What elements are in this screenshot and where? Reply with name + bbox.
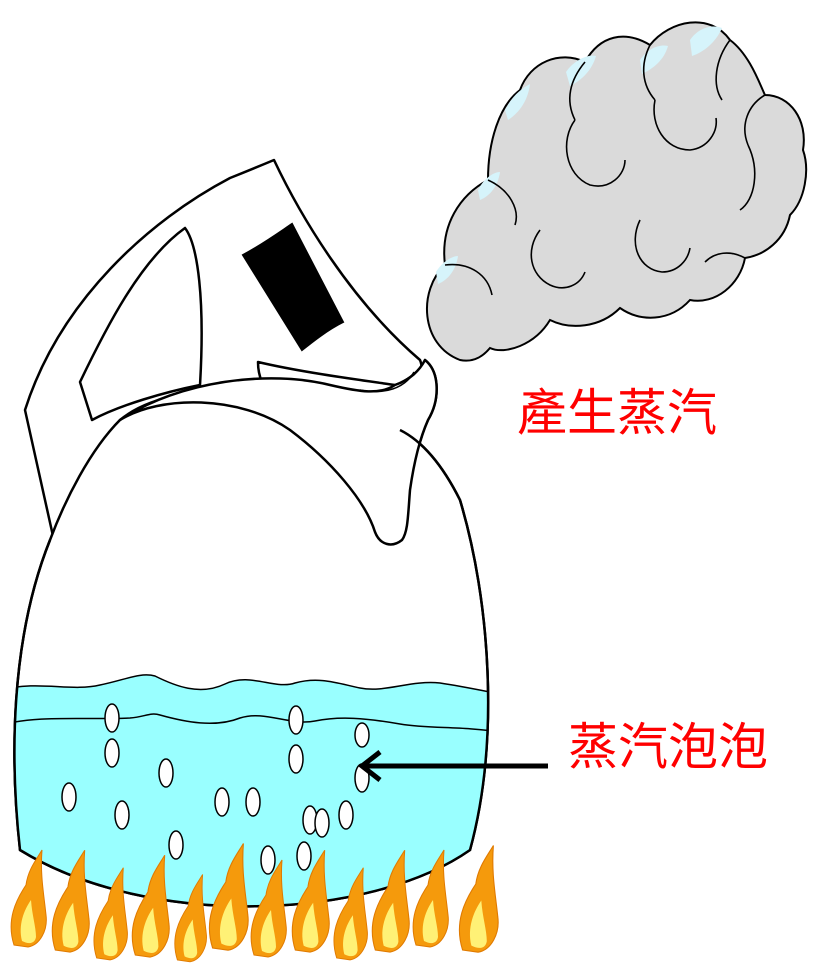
flame <box>11 850 46 947</box>
steam-bubble <box>289 745 303 773</box>
steam-bubble <box>297 842 311 870</box>
steam-bubble <box>355 723 369 747</box>
steam-bubble <box>62 783 76 811</box>
steam-bubble <box>315 809 329 837</box>
steam-bubble <box>169 831 183 859</box>
steam-bubble <box>246 788 260 816</box>
steam-bubble <box>289 706 303 734</box>
steam-bubble <box>339 801 353 829</box>
flame <box>459 846 498 953</box>
steam-bubble <box>261 846 275 874</box>
kettle <box>0 160 500 970</box>
steam-bubble <box>115 801 129 829</box>
steam-bubble <box>159 759 173 787</box>
steam-cloud <box>427 22 806 360</box>
steam-bubble <box>215 788 229 816</box>
steam-label: 產生蒸汽 <box>517 388 717 438</box>
steam-bubble <box>105 704 119 732</box>
steam-bubble <box>105 739 119 767</box>
steam-bubbles-label: 蒸汽泡泡 <box>568 722 768 772</box>
